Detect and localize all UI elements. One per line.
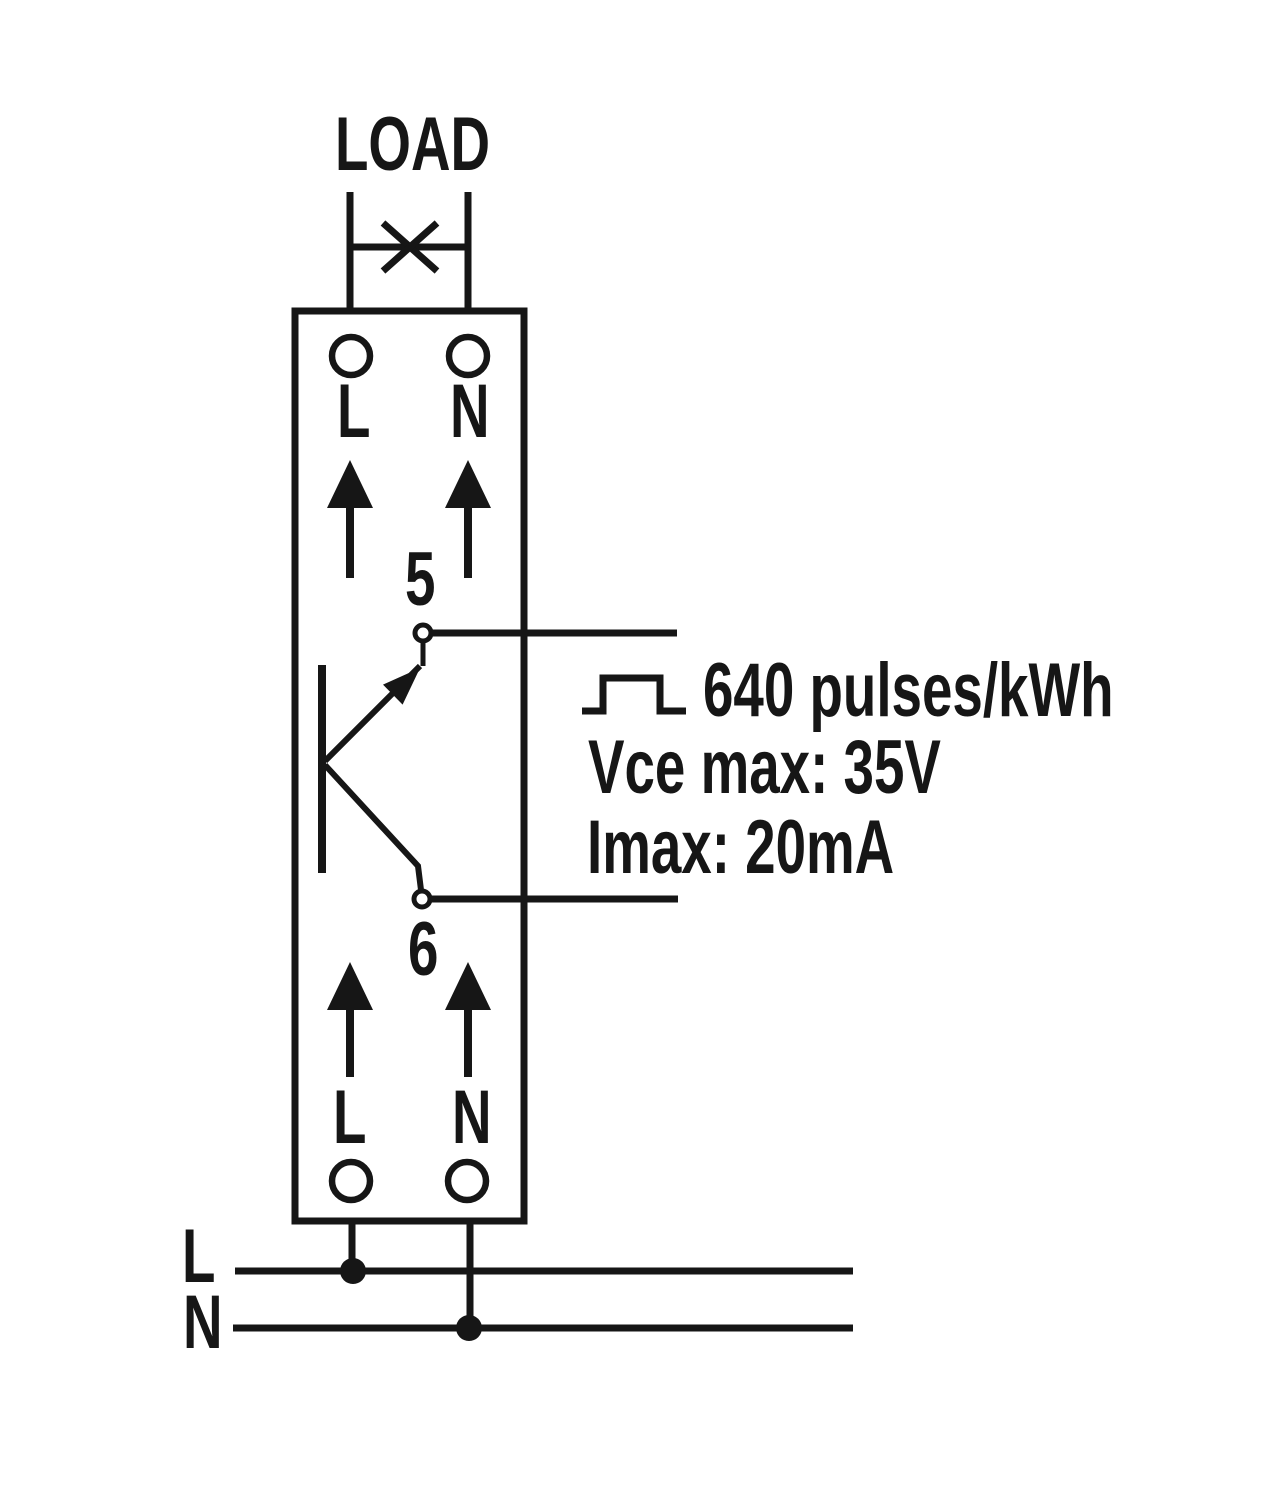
pulse-terminal-6-label: 6: [408, 907, 439, 992]
line-junction-dot: [340, 1258, 366, 1284]
terminal-bottom-left-label: L: [333, 1075, 367, 1160]
terminal-top-right-circle: [445, 333, 491, 379]
meter-outline: [291, 307, 528, 1225]
load-lamp-icon: [380, 220, 440, 274]
terminal-bottom-right-circle: [444, 1158, 490, 1204]
pulse-terminal-6-node: [411, 888, 433, 910]
imax-text: Imax: 20mA: [587, 805, 895, 890]
supply-line-label: L: [182, 1214, 216, 1299]
vce-max-text: Vce max: 35V: [588, 725, 941, 810]
transistor-arrowhead: [383, 668, 420, 705]
pulse-terminal-5-label: 5: [405, 537, 436, 622]
current-arrow-bottom-left-icon: [327, 962, 373, 1077]
terminal-top-left-circle: [328, 333, 374, 379]
current-arrow-top-right-icon: [445, 460, 491, 578]
pulse-waveform-icon: [582, 674, 686, 715]
neutral-junction-dot: [456, 1315, 482, 1341]
terminal-bottom-right-label: N: [452, 1075, 492, 1160]
load-label: LOAD: [335, 102, 491, 187]
terminal-top-right-label: N: [450, 369, 490, 454]
pulse-rate-text: 640 pulses/kWh: [703, 648, 1114, 733]
transistor-lower-lead: [322, 762, 424, 891]
current-arrow-bottom-right-icon: [445, 962, 491, 1077]
pulse-terminal-5-node: [412, 622, 434, 644]
optocoupler-transistor-icon: [318, 622, 434, 910]
terminal-top-left-label: L: [337, 369, 371, 454]
terminal-bottom-left-circle: [328, 1158, 374, 1204]
supply-neutral-label: N: [183, 1280, 223, 1365]
load-symbol: [346, 192, 472, 311]
supply-bus: [233, 1221, 853, 1341]
current-arrow-top-left-icon: [327, 460, 373, 578]
